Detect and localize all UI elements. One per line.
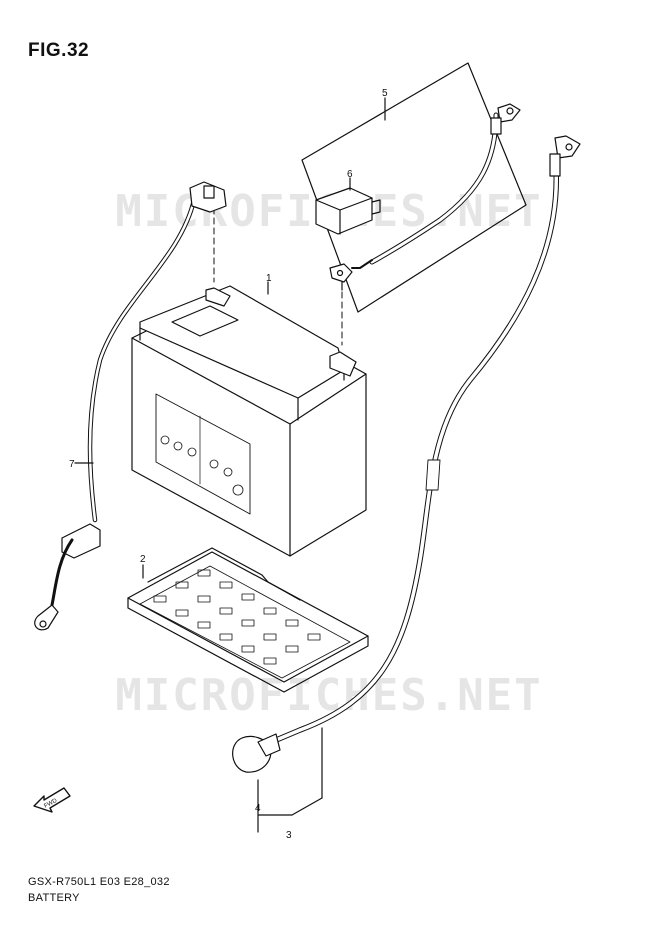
callout-minus-lead-cap: 4 [255,803,261,814]
minus-lead [232,135,581,833]
section-name: BATTERY [28,892,80,904]
fwd-arrow-icon [33,787,71,813]
battery [131,281,367,557]
callout-minus-lead: 3 [286,830,292,841]
starter-relay-lead-group-box [301,62,527,313]
watermark-bottom: MICROFICHES.NET [115,670,543,721]
callout-starter-relay-lead: 5 [382,88,388,99]
assembly-guide-lines [213,207,343,346]
battery-tray [127,547,369,693]
callout-battery: 1 [266,273,272,284]
model-code: GSX-R750L1 E03 E28_032 [28,876,170,888]
figure-title: FIG.32 [28,40,90,61]
plus-lead [34,181,227,631]
starter-relay-lead [329,103,521,291]
callout-plus-lead: 7 [69,459,75,470]
callout-battery-tray: 2 [140,554,146,565]
callout-terminal-cover: 6 [347,169,353,180]
terminal-cover [315,177,381,235]
